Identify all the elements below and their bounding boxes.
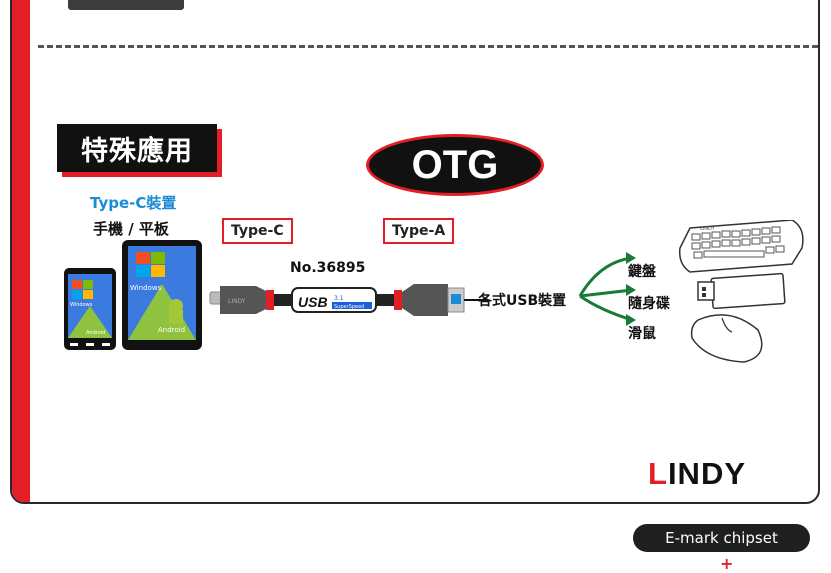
cable-usb-logo: USB: [298, 294, 328, 310]
cable-brand-label: LINDY: [228, 298, 246, 305]
keyboard-brand-label: LINDY: [700, 226, 716, 232]
model-number: No.36895: [290, 260, 366, 276]
lindy-logo-l: L: [648, 456, 668, 491]
type-a-connector-label: Type-A: [383, 218, 455, 244]
cable-usb-version: 3.1: [334, 295, 344, 302]
otg-cable-illustration: LINDY USB 3.1 SuperSpeed: [209, 284, 488, 316]
branch-arrows: [578, 252, 636, 326]
lindy-logo-rest: INDY: [667, 456, 747, 491]
phone-icon: Windows Android: [64, 268, 116, 350]
usb-devices-label: 各式USB裝置: [478, 293, 567, 309]
peripheral-keyboard-label: 鍵盤: [628, 264, 656, 280]
phone-os2-label: Android: [86, 330, 105, 336]
tablet-icon: Windows Android: [122, 240, 202, 350]
peripherals-illustration: LINDY: [678, 220, 804, 363]
red-accent-bar: [12, 0, 30, 502]
phone-tablet-illustration: Windows Android Windows Android: [64, 240, 202, 350]
keyboard-icon: LINDY: [678, 220, 804, 273]
phone-os-label: Windows: [70, 302, 93, 308]
dashed-divider: [38, 45, 818, 48]
lindy-logo: LINDY: [648, 456, 746, 492]
section-heading: 特殊應用: [57, 124, 217, 172]
mouse-icon: [690, 314, 763, 363]
cable-speed-label: SuperSpeed: [334, 304, 364, 310]
otg-badge: OTG: [366, 134, 544, 196]
emark-chipset-badge: E-mark chipset: [633, 524, 810, 552]
type-c-device-label: Type-C裝置: [90, 194, 177, 212]
peripheral-flashdrive-label: 隨身碟: [628, 296, 670, 312]
type-c-connector-label: Type-C: [222, 218, 293, 244]
plus-sign: +: [720, 554, 734, 573]
flash-drive-icon: [697, 272, 786, 310]
peripheral-mouse-label: 滑鼠: [628, 326, 656, 342]
tablet-os-label: Windows: [130, 284, 162, 292]
device-image-top: [68, 0, 184, 10]
phone-tablet-label: 手機 / 平板: [93, 220, 169, 238]
tablet-os2-label: Android: [158, 326, 185, 334]
